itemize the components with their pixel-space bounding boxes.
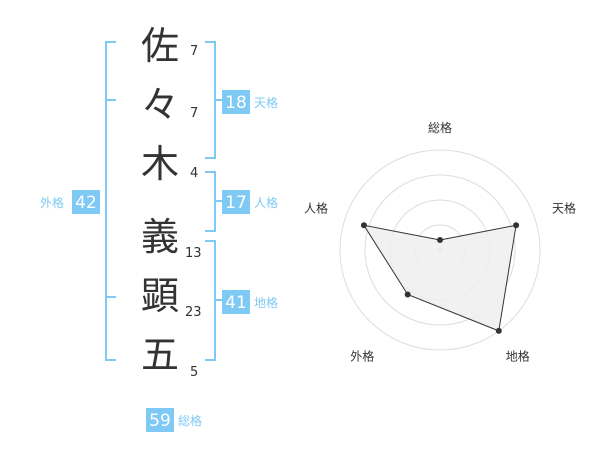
gaikaku-box bbox=[72, 190, 100, 214]
tenkaku-score: 18 天格 bbox=[222, 90, 278, 114]
radar-series-area bbox=[362, 224, 517, 332]
stroke-count-5: 23 bbox=[185, 305, 202, 320]
radar-point-人格 bbox=[360, 222, 367, 229]
jinkaku-bracket bbox=[205, 171, 222, 232]
radar-point-総格 bbox=[437, 237, 443, 243]
name-char-5: 顕 bbox=[141, 274, 179, 318]
chikaku-score: 41 地格 bbox=[222, 290, 278, 314]
brackets bbox=[105, 41, 222, 361]
chikaku-label: 地格 bbox=[254, 295, 278, 310]
name-char-3: 木 bbox=[141, 142, 179, 186]
radar-point-外格 bbox=[404, 291, 411, 298]
soukaku-score: 59 総格 bbox=[146, 408, 202, 432]
radar-ring-4 bbox=[339, 149, 541, 351]
jinkaku-box bbox=[222, 190, 250, 214]
radar-axis-label-2: 天格 bbox=[552, 200, 576, 215]
jinkaku-score: 17 人格 bbox=[222, 190, 278, 214]
gaikaku-score: 外格 42 bbox=[40, 190, 100, 214]
stroke-counts: 7 7 4 13 23 5 bbox=[185, 44, 202, 380]
gaikaku-label: 外格 bbox=[40, 195, 64, 210]
radar-point-地格 bbox=[495, 327, 502, 334]
chikaku-bracket bbox=[205, 240, 222, 361]
name-char-2: 々 bbox=[141, 83, 179, 127]
stroke-count-4: 13 bbox=[185, 246, 202, 261]
radar-axis-label-4: 外格 bbox=[350, 349, 374, 364]
tenkaku-box bbox=[222, 90, 250, 114]
stroke-count-3: 4 bbox=[190, 166, 198, 181]
name-char-4: 義 bbox=[141, 215, 179, 259]
radar-axis-label-1: 総格 bbox=[428, 120, 452, 135]
soukaku-value: 59 bbox=[149, 411, 171, 431]
name-char-6: 五 bbox=[141, 333, 179, 377]
gaikaku-value: 42 bbox=[75, 193, 97, 213]
tenkaku-value: 18 bbox=[225, 93, 247, 113]
stroke-count-1: 7 bbox=[190, 44, 198, 59]
jinkaku-value: 17 bbox=[225, 193, 247, 213]
name-characters: 佐 々 木 義 顕 五 bbox=[141, 24, 179, 377]
chikaku-box bbox=[222, 290, 250, 314]
outer-bracket bbox=[105, 41, 116, 361]
jinkaku-label: 人格 bbox=[254, 195, 278, 210]
name-char-1: 佐 bbox=[141, 24, 179, 68]
tenkaku-label: 天格 bbox=[254, 95, 278, 110]
chikaku-value: 41 bbox=[225, 293, 247, 313]
soukaku-label: 総格 bbox=[178, 413, 202, 428]
radar-point-天格 bbox=[513, 222, 520, 229]
stroke-count-2: 7 bbox=[190, 106, 198, 121]
tenkaku-bracket bbox=[205, 41, 222, 159]
stroke-count-6: 5 bbox=[190, 365, 198, 380]
radar-ring-3 bbox=[364, 174, 516, 326]
soukaku-box bbox=[146, 408, 174, 432]
radar-axis-label-3: 地格 bbox=[506, 349, 530, 364]
radar-axis-label-5: 人格 bbox=[304, 200, 328, 215]
